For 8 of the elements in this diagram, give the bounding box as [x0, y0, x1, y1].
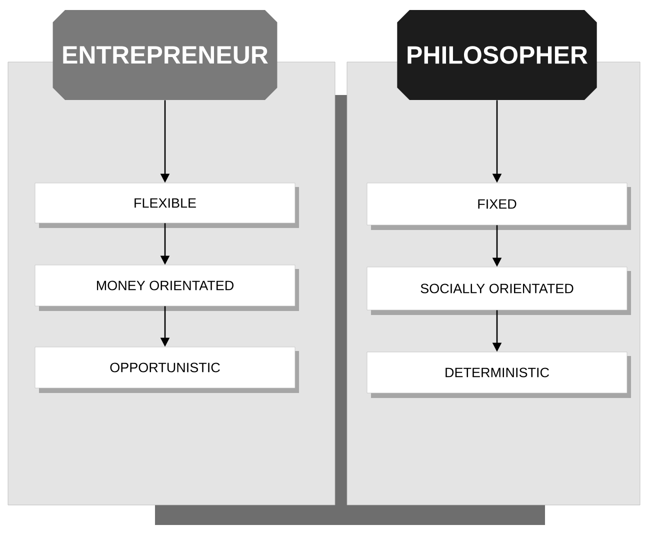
- octagon-header: PHILOSOPHER: [397, 10, 597, 100]
- text-box: FIXED: [366, 182, 631, 230]
- text-box: OPPORTUNISTIC: [34, 346, 299, 393]
- text-box: FLEXIBLE: [34, 182, 299, 228]
- text-box: MONEY ORIENTATED: [34, 264, 299, 311]
- octagon-header: ENTREPRENEUR: [52, 10, 278, 100]
- text-box: DETERMINISTIC: [366, 352, 631, 398]
- text-box: SOCIALLY ORIENTATED: [366, 266, 631, 315]
